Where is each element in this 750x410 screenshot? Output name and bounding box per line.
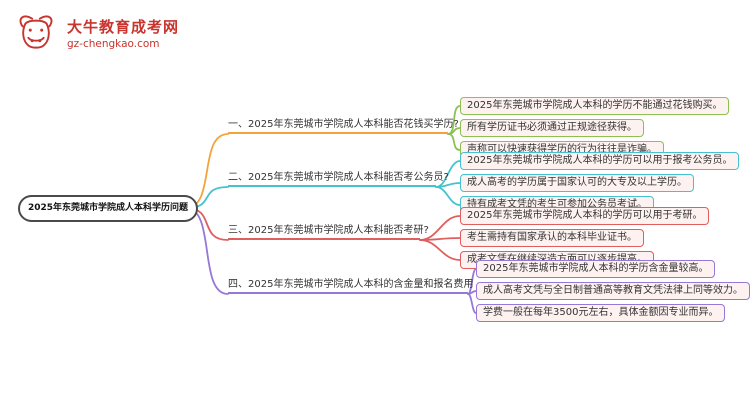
connector-branch1-leaf3 <box>447 133 461 151</box>
leaf-node-4-1[interactable]: 2025年东莞城市学院成人本科的学历含金量较高。 <box>476 260 716 278</box>
logo-text: 大牛教育成考网 gz-chengkao.com <box>67 18 179 50</box>
leaf-node-1-1[interactable]: 2025年东莞城市学院成人本科的学历不能通过花钱购买。 <box>460 97 730 115</box>
leaf-node-4-3[interactable]: 学费一般在每年3500元左右，具体金额因专业而异。 <box>476 304 726 322</box>
branch-label-2[interactable]: 二、2025年东莞城市学院成人本科能否考公务员? <box>228 170 449 187</box>
leaf-node-2-1[interactable]: 2025年东莞城市学院成人本科的学历可以用于报考公务员。 <box>460 152 740 170</box>
bull-logo-icon <box>19 15 53 49</box>
connector-root-branch4 <box>185 207 229 295</box>
branch-label-4[interactable]: 四、2025年东莞城市学院成人本科的含金量和报名费用 <box>228 277 473 294</box>
branch-label-1[interactable]: 一、2025年东莞城市学院成人本科能否花钱买学历? <box>228 117 459 134</box>
site-logo[interactable]: 大牛教育成考网 gz-chengkao.com <box>14 12 179 56</box>
leaf-node-3-2[interactable]: 考生需持有国家承认的本科毕业证书。 <box>460 229 644 247</box>
root-topic-node[interactable]: 2025年东莞城市学院成人本科学历问题 <box>18 195 199 222</box>
leaf-node-3-1[interactable]: 2025年东莞城市学院成人本科的学历可以用于考研。 <box>460 207 710 225</box>
site-name: 大牛教育成考网 <box>67 18 180 36</box>
leaf-node-1-2[interactable]: 所有学历证书必须通过正规途径获得。 <box>460 119 644 137</box>
connector-branch4-leaf3 <box>467 293 477 314</box>
connector-branch3-leaf3 <box>419 239 461 261</box>
leaf-node-4-2[interactable]: 成人高考文凭与全日制普通高等教育文凭法律上同等效力。 <box>476 282 750 300</box>
leaf-node-2-2[interactable]: 成人高考的学历属于国家认可的大专及以上学历。 <box>460 174 694 192</box>
site-url: gz-chengkao.com <box>67 38 160 50</box>
branch-label-3[interactable]: 三、2025年东莞城市学院成人本科能否考研? <box>228 223 429 240</box>
connector-branch2-leaf3 <box>435 186 461 206</box>
